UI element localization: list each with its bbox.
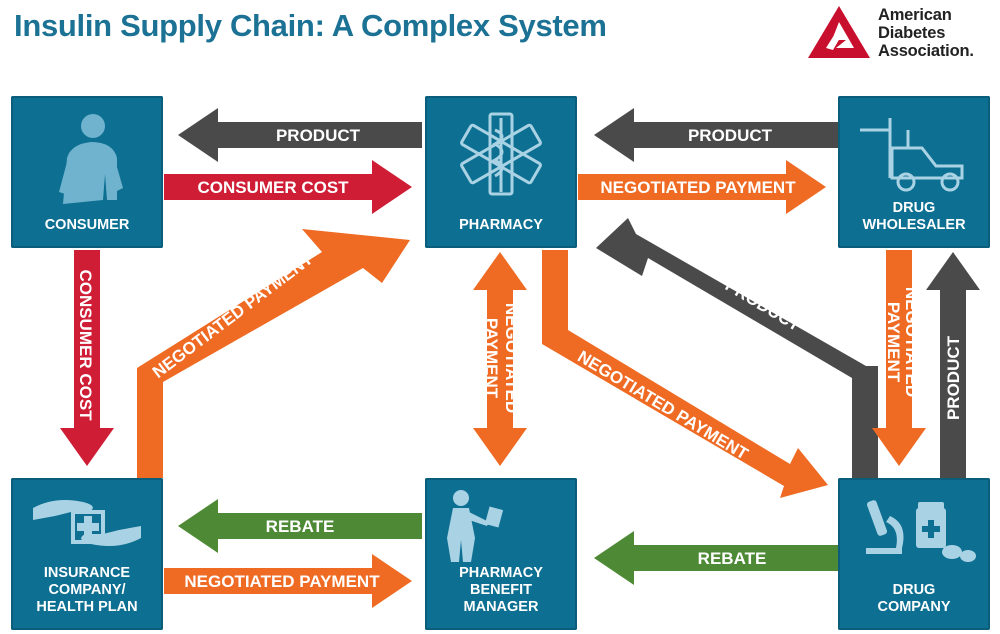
label-drug-company-to-pbm: REBATE (698, 549, 767, 568)
arrow-wholesaler-to-drug-company: NEGOTIATED PAYMENT (872, 250, 926, 466)
logo-line-1: American (878, 6, 952, 24)
node-drug-company[interactable]: DRUG COMPANY (838, 478, 990, 630)
label-pbm-pharmacy: NEGOTIATED (502, 303, 521, 413)
label-insurance-to-pharmacy: NEGOTIATED PAYMENT (149, 249, 317, 382)
label-consumer-to-insurance: CONSUMER COST (76, 269, 95, 421)
label-wholesaler-to-drug-company-2: PAYMENT (884, 302, 903, 383)
label-consumer-to-pharmacy: CONSUMER COST (197, 178, 349, 197)
node-pbm[interactable]: PHARMACY BENEFIT MANAGER (425, 478, 577, 630)
arrow-wholesaler-to-pharmacy: PRODUCT (594, 108, 838, 162)
label-pbm-to-insurance: REBATE (266, 517, 335, 536)
node-pharmacy[interactable]: PHARMACY (425, 96, 577, 248)
logo-line-3: Association. (878, 42, 974, 60)
node-pbm-label: PHARMACY BENEFIT MANAGER (459, 565, 543, 615)
node-consumer[interactable]: CONSUMER (11, 96, 163, 248)
node-drug-company-label: DRUG COMPANY (877, 582, 951, 615)
microscope-pills-icon (866, 500, 976, 562)
arrow-pharmacy-to-drug-company: NEGOTIATED PAYMENT (542, 250, 828, 498)
label-pharmacy-to-wholesaler: NEGOTIATED PAYMENT (600, 178, 796, 197)
arrow-drug-company-to-pbm: REBATE (594, 531, 838, 585)
label-pharmacy-to-drug-company: NEGOTIATED PAYMENT (574, 347, 752, 464)
arrow-pbm-to-insurance: REBATE (178, 499, 422, 553)
arrow-pharmacy-to-wholesaler: NEGOTIATED PAYMENT (578, 160, 826, 214)
node-insurance-label: INSURANCE COMPANY/ HEALTH PLAN (36, 565, 138, 615)
node-consumer-label: CONSUMER (44, 217, 130, 233)
arrow-drug-company-to-wholesaler: PRODUCT (926, 252, 980, 478)
label-pharmacy-to-consumer: PRODUCT (276, 126, 361, 145)
label-pbm-pharmacy-line2: PAYMENT (482, 318, 501, 399)
page-title: Insulin Supply Chain: A Complex System (14, 8, 607, 43)
arrow-pbm-pharmacy: NEGOTIATED PAYMENT (473, 252, 527, 466)
label-wholesaler-to-drug-company-1: NEGOTIATED (902, 287, 921, 397)
forklift-icon (860, 118, 964, 192)
node-pharmacy-label: PHARMACY (459, 217, 543, 233)
label-drug-company-to-wholesaler: PRODUCT (944, 335, 963, 420)
label-insurance-to-pbm: NEGOTIATED PAYMENT (184, 572, 380, 591)
star-of-life-icon (460, 112, 542, 196)
person-icon (59, 114, 123, 204)
arrow-consumer-to-insurance: CONSUMER COST (60, 250, 114, 466)
arrow-pharmacy-to-consumer: PRODUCT (178, 108, 422, 162)
node-wholesaler-label: DRUG WHOLESALER (862, 200, 966, 233)
insurance-hands-icon (33, 500, 141, 546)
logo-line-2: Diabetes (878, 24, 946, 42)
node-insurance[interactable]: INSURANCE COMPANY/ HEALTH PLAN (11, 478, 163, 630)
business-woman-icon (447, 490, 504, 562)
arrow-insurance-to-pharmacy: NEGOTIATED PAYMENT (137, 229, 410, 478)
arrow-insurance-to-pbm: NEGOTIATED PAYMENT (164, 554, 412, 608)
label-wholesaler-to-pharmacy: PRODUCT (688, 126, 773, 145)
node-wholesaler[interactable]: DRUG WHOLESALER (838, 96, 990, 248)
ada-logo: American Diabetes Association. (806, 4, 996, 64)
arrow-consumer-to-pharmacy: CONSUMER COST (164, 160, 412, 214)
ada-triangle-icon (808, 6, 870, 58)
